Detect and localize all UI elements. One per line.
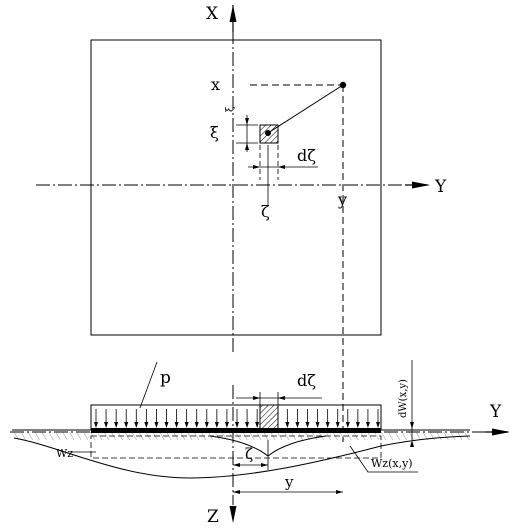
load-arrow-head <box>255 422 260 428</box>
deflection-basin-curve <box>13 435 471 479</box>
plan-view: X Y x y ξ ξ ζ dζ <box>36 4 447 442</box>
load-arrow-head <box>376 422 380 428</box>
plate-outline <box>90 39 382 336</box>
load-arrow-head <box>315 422 320 428</box>
point-y-label: y <box>337 190 347 209</box>
load-arrow-head <box>365 422 370 428</box>
load-arrow-head <box>214 422 219 428</box>
plate-section <box>91 428 381 433</box>
load-arrow-head <box>305 422 310 428</box>
load-arrow-head <box>194 422 199 428</box>
load-arrow-head <box>345 422 350 428</box>
p-leader <box>139 361 158 409</box>
load-arrow-head <box>154 422 159 428</box>
section-axis-y-label: Y <box>489 402 502 422</box>
load-arrow-head <box>224 422 229 428</box>
xi-label: ξ <box>210 123 219 142</box>
element-center <box>265 130 271 136</box>
section-d-zeta-label: dζ <box>297 371 316 390</box>
load-arrow-head <box>285 422 290 428</box>
load-arrow-head <box>114 422 119 428</box>
z-axis-arrow <box>229 506 237 523</box>
basin-box <box>90 435 382 459</box>
load-arrow-head <box>235 422 239 428</box>
load-arrows <box>94 409 380 428</box>
load-arrow-head <box>184 422 189 428</box>
wz-left-label: Wz <box>56 447 73 460</box>
load-arrow-head <box>124 422 129 428</box>
axis-y-label: Y <box>434 177 447 197</box>
point-x-label: x <box>211 75 220 94</box>
load-p-label: p <box>160 368 171 388</box>
load-arrow-head <box>335 422 340 428</box>
load-arrow-head <box>94 422 98 428</box>
section-view: p dζ dW(x,y) Y Wz Wz(x,y) ζ y Z <box>10 360 510 527</box>
load-arrow-head <box>174 422 179 428</box>
load-arrow-head <box>355 422 360 428</box>
load-arrow-head <box>144 422 149 428</box>
load-arrow-head <box>164 422 169 428</box>
load-element-section <box>259 404 279 430</box>
dw-label: dW(x,y) <box>398 379 409 418</box>
section-y-label: y <box>284 473 294 491</box>
load-arrow-head <box>325 422 330 428</box>
section-zeta-label: ζ <box>245 445 253 463</box>
load-arrow-head <box>134 422 139 428</box>
point-connector <box>267 84 344 134</box>
zeta-label: ζ <box>261 202 270 221</box>
load-arrow-head <box>295 422 300 428</box>
d-zeta-label: dζ <box>297 146 316 165</box>
axis-z-label: Z <box>207 507 219 527</box>
wzxy-leader <box>349 445 418 473</box>
axis-x-label: X <box>206 4 219 24</box>
load-arrow-head <box>245 422 250 428</box>
load-arrow-head <box>204 422 209 428</box>
load-arrow-head <box>104 422 109 428</box>
xi-small-label: ξ <box>225 106 236 112</box>
wz-right-label: Wz(x,y) <box>371 457 413 470</box>
point-xy <box>339 81 347 89</box>
